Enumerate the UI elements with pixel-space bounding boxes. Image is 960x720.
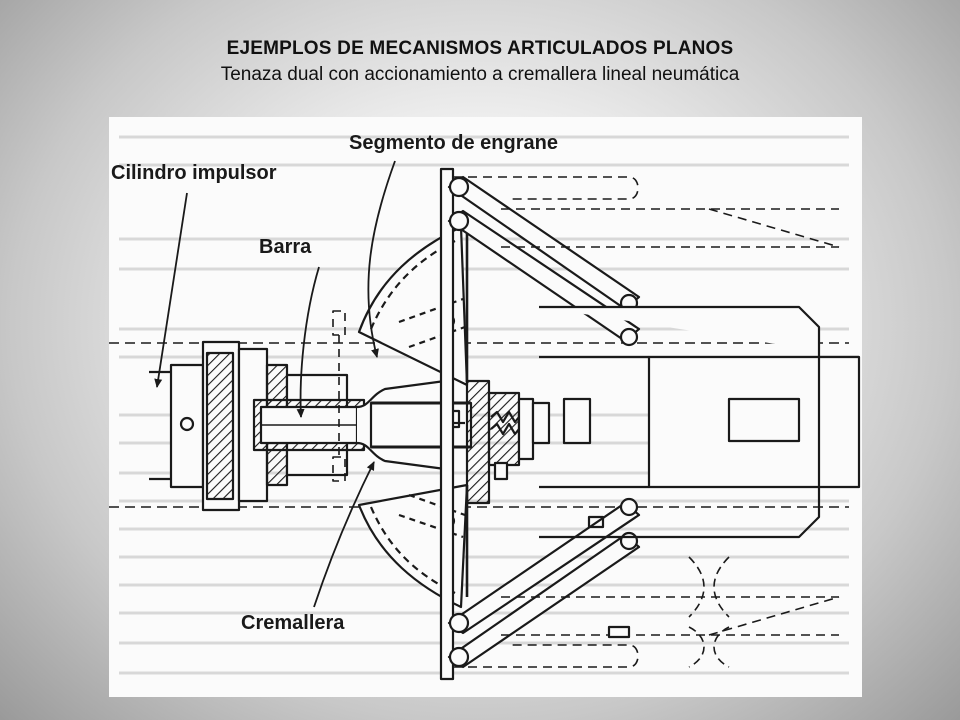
mechanism-figure: Cilindro impulsor Segmento de engrane Ba… bbox=[109, 117, 862, 697]
lower-fingers-dashed bbox=[688, 556, 730, 668]
label-cilindro-impulsor: Cilindro impulsor bbox=[111, 162, 277, 184]
cremallera-pointer bbox=[313, 461, 375, 608]
frame-plate bbox=[439, 167, 455, 681]
segment-outline-dashed bbox=[332, 310, 346, 482]
drive-cylinder bbox=[169, 340, 349, 512]
label-pointers bbox=[154, 160, 396, 608]
slide-title-block: EJEMPLOS DE MECANISMOS ARTICULADOS PLANO… bbox=[0, 36, 960, 88]
segmento-pointer bbox=[367, 160, 396, 358]
barra-pointer bbox=[296, 266, 320, 418]
mechanism-drawing: Cilindro impulsor Segmento de engrane Ba… bbox=[109, 132, 861, 681]
rack bbox=[369, 401, 473, 449]
gripper-jaws bbox=[539, 305, 861, 539]
label-cremallera: Cremallera bbox=[241, 612, 345, 634]
central-hub bbox=[465, 379, 592, 505]
label-segmento-engrane: Segmento de engrane bbox=[349, 132, 558, 154]
slide-subtitle: Tenaza dual con accionamiento a cremalle… bbox=[220, 64, 740, 85]
slide-title: EJEMPLOS DE MECANISMOS ARTICULADOS PLANO… bbox=[226, 38, 734, 59]
label-barra: Barra bbox=[259, 236, 312, 258]
cilindro-pointer bbox=[154, 192, 188, 388]
lower-linkage bbox=[447, 497, 840, 669]
